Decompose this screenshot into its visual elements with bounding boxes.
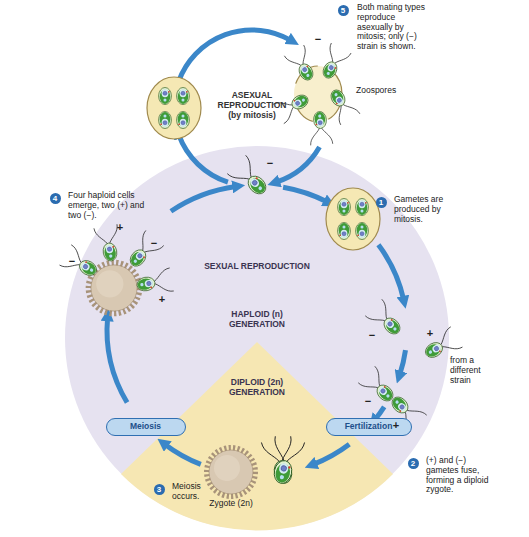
mating-type-sign: +	[156, 294, 168, 305]
mating-type-sign: +	[390, 420, 402, 431]
zoospore	[308, 111, 332, 146]
diploid-region: DIPLOID (2n) GENERATION	[115, 340, 399, 532]
cycle-arrow	[179, 30, 291, 81]
mating-type-sign: −	[264, 158, 276, 169]
callout-number: 2	[408, 458, 419, 469]
stage-pill: Meiosis	[106, 418, 186, 436]
generation-label: DIPLOID (2n) GENERATION	[221, 378, 293, 398]
callout-number: 4	[50, 193, 61, 204]
zoospore-cluster	[273, 43, 360, 145]
mating-type-sign: −	[362, 396, 374, 407]
zoospore	[284, 45, 319, 85]
mating-type-sign: −	[148, 238, 160, 249]
callout-number: 1	[376, 197, 387, 208]
diploid-region-fill	[121, 342, 393, 530]
callout-text: from a different strain	[450, 356, 500, 385]
mating-type-sign: −	[66, 256, 78, 267]
cycle-label: ASEXUAL REPRODUCTION (by mitosis)	[210, 91, 294, 120]
callout-text: (+) and (−) gametes fuse, forming a dipl…	[426, 456, 500, 495]
callout-text: Zoospores	[356, 86, 416, 96]
haploid-region-fill	[65, 146, 449, 530]
zoospore	[324, 85, 360, 125]
callout-text: Four haploid cells emerge, two (+) and t…	[68, 191, 158, 220]
sporangium-wall	[294, 66, 342, 122]
generation-label: HAPLOID (n) GENERATION	[217, 310, 297, 330]
sporangium	[147, 77, 201, 139]
callout-text: Both mating types reproduce asexually by…	[357, 3, 431, 52]
mating-type-sign: +	[114, 222, 126, 233]
callout-text: Zygote (2n)	[209, 499, 253, 509]
diploid-region-outline	[115, 340, 399, 532]
mating-type-sign: +	[424, 328, 436, 339]
callout-text: Gametes are produced by mitosis.	[394, 195, 454, 224]
mating-type-sign: −	[312, 34, 324, 45]
stage-name: Meiosis	[107, 419, 185, 434]
mating-type-sign: −	[366, 330, 378, 341]
callout-number: 3	[154, 484, 165, 495]
generation-label: SEXUAL REPRODUCTION	[197, 262, 317, 272]
callout-number: 5	[338, 5, 349, 16]
zoospore	[316, 43, 351, 83]
